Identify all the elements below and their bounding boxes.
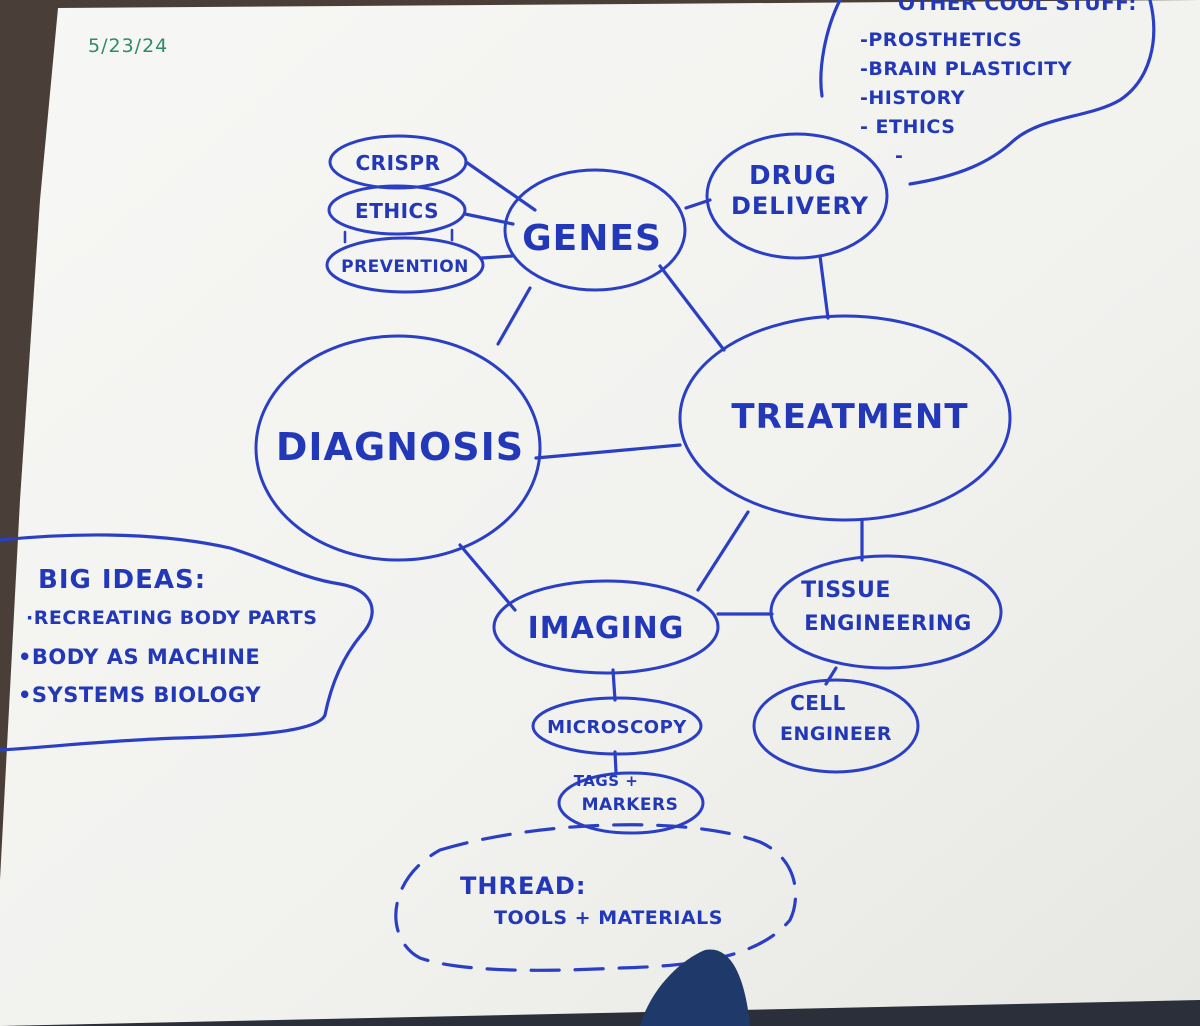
svg-text:TISSUE: TISSUE: [801, 578, 891, 603]
svg-text:-: -: [895, 145, 903, 167]
blue-cloth: [640, 949, 750, 1026]
svg-text:TREATMENT: TREATMENT: [731, 397, 968, 437]
svg-text:-PROSTHETICS: -PROSTHETICS: [860, 29, 1022, 51]
svg-text:ENGINEER: ENGINEER: [780, 723, 892, 745]
callout-thread: THREAD: TOOLS + MATERIALS: [394, 823, 798, 972]
svg-text:DRUG: DRUG: [749, 161, 837, 191]
node-microscopy: MICROSCOPY: [531, 696, 703, 756]
node-tags-markers: TAGS + MARKERS: [557, 771, 705, 835]
node-genes: GENES: [503, 168, 687, 292]
date-label: 5/23/24: [88, 35, 168, 57]
svg-text:•SYSTEMS BIOLOGY: •SYSTEMS BIOLOGY: [18, 683, 261, 707]
svg-text:CELL: CELL: [790, 691, 846, 715]
node-ethics: ETHICS: [327, 184, 467, 236]
svg-text:- ETHICS: - ETHICS: [860, 116, 955, 138]
svg-text:DELIVERY: DELIVERY: [731, 192, 869, 220]
svg-text:CRISPR: CRISPR: [356, 151, 441, 175]
svg-text:IMAGING: IMAGING: [528, 611, 685, 646]
svg-text:BIG IDEAS:: BIG IDEAS:: [38, 565, 206, 595]
svg-text:TAGS +: TAGS +: [574, 772, 639, 790]
svg-text:MICROSCOPY: MICROSCOPY: [547, 717, 687, 738]
node-drug-delivery: DRUG DELIVERY: [705, 132, 889, 260]
callout-big-ideas: BIG IDEAS: ·RECREATING BODY PARTS •BODY …: [0, 533, 374, 752]
callout-other-cool-stuff: OTHER COOL STUFF: -PROSTHETICS -BRAIN PL…: [819, 0, 1156, 186]
svg-text:-HISTORY: -HISTORY: [860, 87, 965, 109]
node-prevention: PREVENTION: [325, 236, 485, 294]
svg-text:•BODY AS MACHINE: •BODY AS MACHINE: [18, 645, 260, 669]
svg-text:·RECREATING BODY PARTS: ·RECREATING BODY PARTS: [26, 607, 317, 629]
svg-text:THREAD:: THREAD:: [460, 872, 586, 900]
svg-text:ENGINEERING: ENGINEERING: [804, 611, 972, 635]
node-tissue-engineering: TISSUE ENGINEERING: [769, 554, 1003, 670]
svg-text:-BRAIN PLASTICITY: -BRAIN PLASTICITY: [860, 58, 1072, 80]
svg-text:OTHER COOL STUFF:: OTHER COOL STUFF:: [898, 0, 1137, 15]
svg-text:DIAGNOSIS: DIAGNOSIS: [276, 425, 524, 469]
svg-text:ETHICS: ETHICS: [355, 199, 439, 223]
svg-text:PREVENTION: PREVENTION: [341, 257, 469, 277]
node-cell-engineer: CELL ENGINEER: [752, 678, 920, 774]
node-crispr: CRISPR: [328, 134, 468, 190]
svg-text:TOOLS + MATERIALS: TOOLS + MATERIALS: [494, 907, 723, 929]
node-diagnosis: DIAGNOSIS: [254, 334, 542, 562]
connector-lines: [458, 160, 864, 774]
svg-text:MARKERS: MARKERS: [582, 795, 679, 815]
node-treatment: TREATMENT: [678, 314, 1012, 522]
node-imaging: IMAGING: [492, 579, 720, 675]
svg-text:GENES: GENES: [522, 218, 662, 259]
